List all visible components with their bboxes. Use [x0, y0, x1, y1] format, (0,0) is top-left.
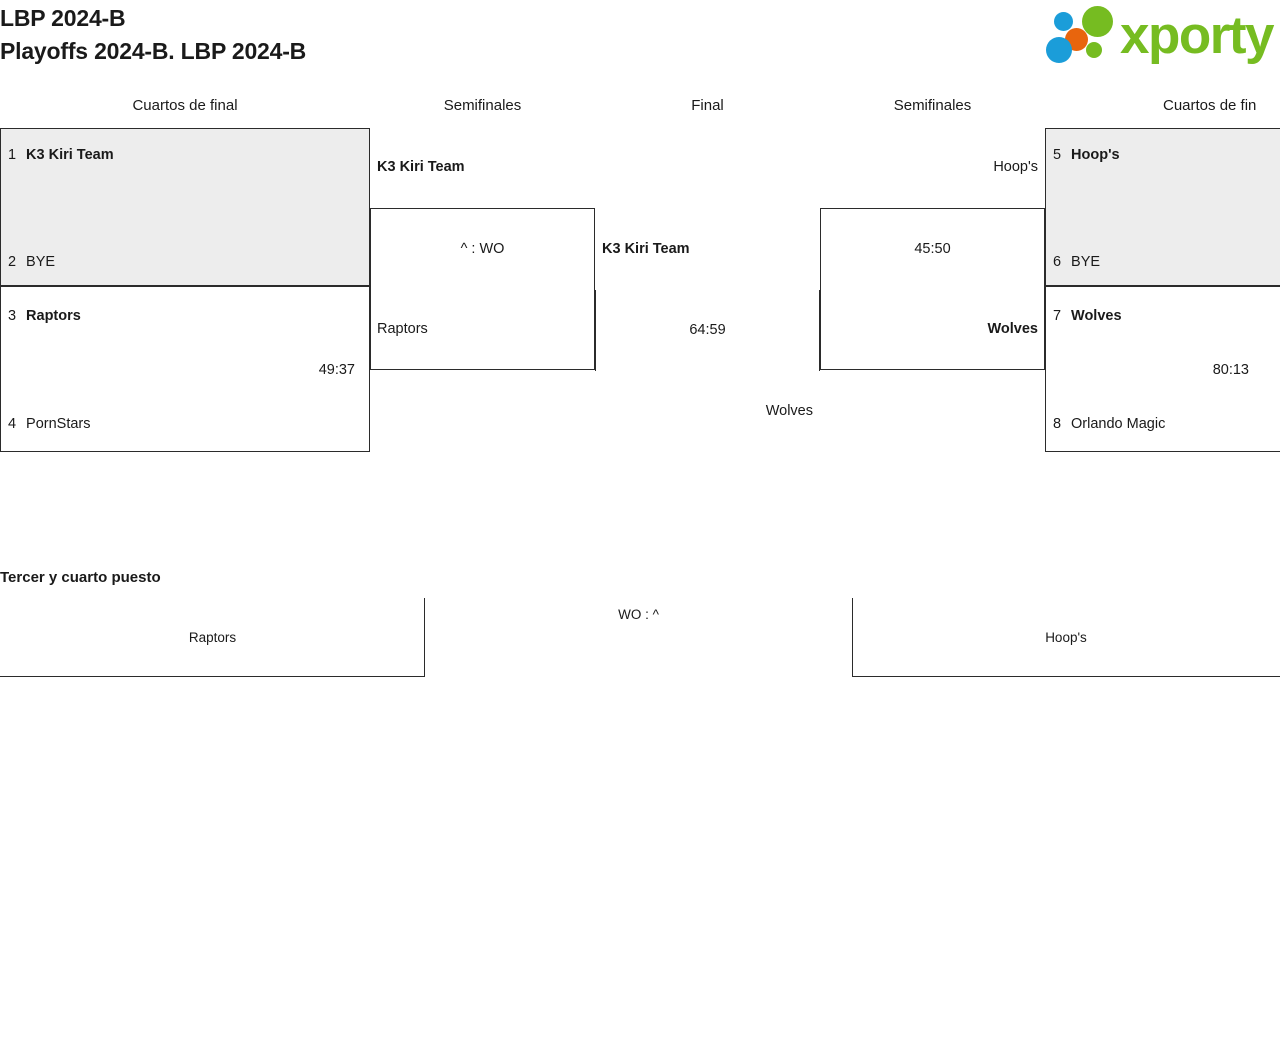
team-left-qf2-bottom: 4 PornStars — [8, 415, 91, 434]
third-place-right-box[interactable] — [852, 598, 1280, 677]
seed-number: 6 — [1053, 254, 1062, 270]
match-box-right-qf1[interactable] — [1045, 128, 1280, 286]
team-name: Orlando Magic — [1071, 416, 1166, 432]
seed-number: 4 — [8, 416, 17, 432]
team-left-qf1-bottom: 2 BYE — [8, 253, 55, 272]
seed-number: 1 — [8, 147, 17, 163]
seed-number: 2 — [8, 254, 17, 270]
logo-dot-blue-top — [1054, 12, 1073, 31]
xporty-logo[interactable]: xporty — [1044, 4, 1280, 66]
team-name: Wolves — [1071, 308, 1122, 324]
team-name: K3 Kiri Team — [26, 147, 114, 163]
team-name: Raptors — [26, 308, 81, 324]
logo-dot-green-small — [1086, 42, 1102, 58]
match-box-left-qf2[interactable] — [0, 286, 370, 452]
match-box-final[interactable] — [595, 290, 820, 371]
team-right-qf2-top: 7 Wolves — [1053, 307, 1122, 326]
round-header-left-quarters: Cuartos de final — [132, 97, 238, 114]
team-left-semifinal-bottom: Raptors — [377, 321, 428, 337]
team-left-semifinal-top: K3 Kiri Team — [377, 159, 465, 175]
seed-number: 3 — [8, 308, 17, 324]
team-left-qf1-top: 1 K3 Kiri Team — [8, 146, 114, 165]
team-name: PornStars — [26, 416, 91, 432]
score-left-qf2: 49:37 — [318, 362, 355, 378]
seed-number: 7 — [1053, 308, 1062, 324]
team-right-qf1-top: 5 Hoop's — [1053, 146, 1120, 165]
team-name: BYE — [26, 254, 56, 270]
logo-dot-blue-large — [1046, 37, 1072, 63]
score-right-semifinal: 45:50 — [914, 241, 951, 257]
team-name: Hoop's — [1071, 147, 1120, 163]
team-right-qf1-bottom: 6 BYE — [1053, 253, 1100, 272]
third-place-left-box[interactable] — [0, 598, 425, 677]
score-left-semifinal: ^ : WO — [460, 241, 505, 257]
third-place-title: Tercer y cuarto puesto — [0, 569, 161, 586]
round-header-left-semis: Semifinales — [443, 97, 522, 114]
tournament-name: LBP 2024-B — [0, 5, 126, 31]
match-box-left-semifinal[interactable] — [370, 208, 595, 370]
page-title: LBP 2024-B Playoffs 2024-B. LBP 2024-B — [0, 2, 306, 68]
logo-wordmark: xporty — [1120, 6, 1274, 65]
third-place-left-team: Raptors — [188, 630, 237, 645]
match-box-left-qf1[interactable] — [0, 128, 370, 286]
team-right-qf2-bottom: 8 Orlando Magic — [1053, 415, 1165, 434]
team-right-semifinal-bottom: Wolves — [987, 321, 1038, 337]
seed-number: 5 — [1053, 147, 1062, 163]
team-final-top: K3 Kiri Team — [602, 241, 690, 257]
seed-number: 8 — [1053, 416, 1062, 432]
match-box-right-semifinal[interactable] — [820, 208, 1045, 370]
score-right-qf2: 80:13 — [1212, 362, 1249, 378]
score-final: 64:59 — [689, 322, 726, 338]
logo-dot-green-large — [1082, 6, 1113, 37]
round-header-right-semis: Semifinales — [893, 97, 972, 114]
team-name: BYE — [1071, 254, 1101, 270]
tournament-subtitle: Playoffs 2024-B. LBP 2024-B — [0, 38, 307, 64]
round-header-final: Final — [691, 97, 724, 114]
team-right-semifinal-top: Hoop's — [993, 159, 1038, 175]
team-final-bottom: Wolves — [765, 403, 813, 419]
team-left-qf2-top: 3 Raptors — [8, 307, 81, 326]
third-place-right-team: Hoop's — [1045, 630, 1087, 645]
match-box-right-qf2[interactable] — [1045, 286, 1280, 452]
round-header-right-quarters: Cuartos de fin — [1163, 97, 1257, 114]
third-place-score: WO : ^ — [618, 607, 659, 622]
